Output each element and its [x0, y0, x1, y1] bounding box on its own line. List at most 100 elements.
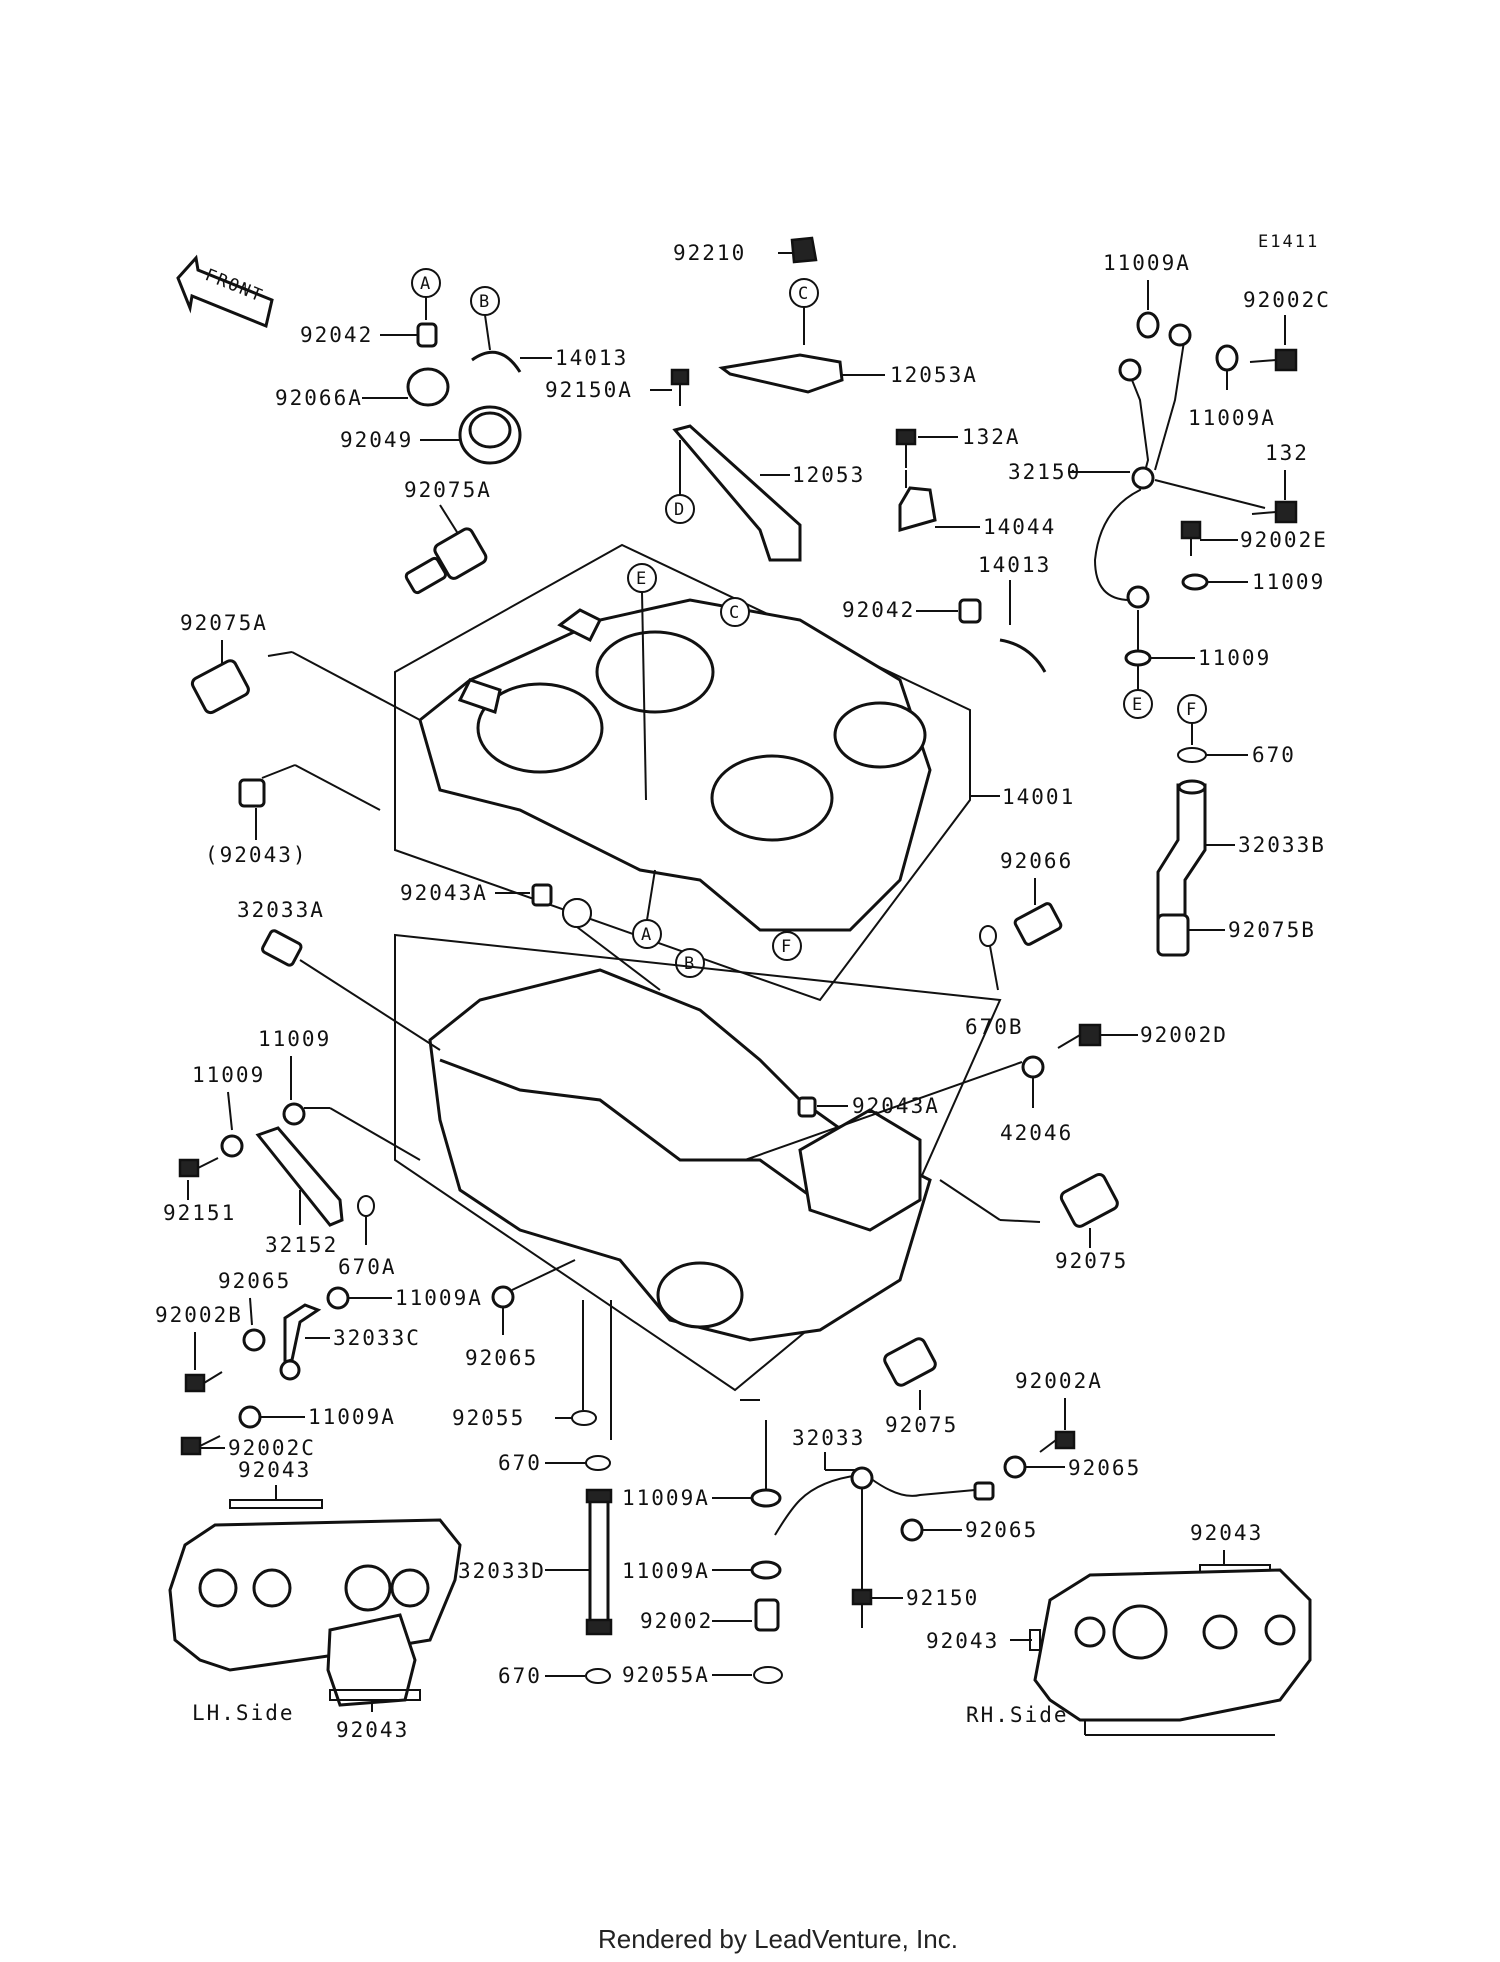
part-32152: 32152 — [255, 1126, 344, 1257]
svg-text:92150A: 92150A — [545, 378, 633, 402]
rh-side-view: 92043 92043 RH.Side — [926, 1521, 1312, 1736]
svg-text:11009: 11009 — [192, 1063, 265, 1087]
part-11009A-left-b: 11009A — [238, 1405, 396, 1429]
part-92210: 92210 — [673, 236, 818, 265]
svg-text:B: B — [684, 954, 696, 974]
part-92150: 92150 — [851, 1488, 977, 1628]
part-11009-right-a: 11009 — [1181, 570, 1325, 594]
svg-text:11009: 11009 — [258, 1027, 331, 1051]
svg-text:92065: 92065 — [465, 1346, 538, 1370]
svg-text:92002C: 92002C — [1243, 288, 1331, 312]
svg-text:92210: 92210 — [673, 241, 746, 265]
part-92002: 92002 — [640, 1598, 780, 1633]
svg-text:11009A: 11009A — [622, 1559, 710, 1583]
svg-text:92002: 92002 — [640, 1609, 713, 1633]
svg-text:670B: 670B — [965, 1015, 1024, 1039]
part-92002B: 92002B — [155, 1303, 243, 1393]
part-92075-right: 92075 — [939, 1172, 1126, 1273]
svg-text:92065: 92065 — [218, 1269, 291, 1293]
svg-text:14001: 14001 — [1002, 785, 1075, 809]
svg-text:92002B: 92002B — [155, 1303, 243, 1327]
crankcase-lower — [394, 933, 1002, 1392]
svg-text:92075A: 92075A — [404, 478, 492, 502]
svg-text:A: A — [641, 925, 653, 945]
svg-text:A: A — [420, 274, 432, 294]
label-lh-side: LH.Side — [192, 1701, 295, 1725]
svg-text:670: 670 — [498, 1664, 542, 1688]
svg-text:670: 670 — [1252, 743, 1296, 767]
svg-text:92075A: 92075A — [180, 611, 268, 635]
part-92002D: 92002D — [1057, 1023, 1226, 1049]
svg-text:B: B — [479, 292, 491, 312]
svg-text:32033D: 32033D — [458, 1559, 546, 1583]
svg-text:92002E: 92002E — [1240, 528, 1328, 552]
part-92065-right-b: 92065 — [900, 1518, 1038, 1542]
svg-text:E: E — [1132, 695, 1144, 715]
svg-text:32033B: 32033B — [1238, 833, 1326, 857]
svg-text:11009A: 11009A — [1103, 251, 1191, 275]
part-670-right: 670 — [1177, 743, 1296, 767]
svg-text:C: C — [798, 284, 810, 304]
svg-text:14044: 14044 — [983, 515, 1056, 539]
footer-credit: Rendered by LeadVenture, Inc. — [598, 1924, 958, 1954]
part-11009-left-a: 11009 — [258, 1027, 421, 1161]
part-11009A-center-a: 11009A — [622, 1420, 782, 1510]
part-92002C-right: 92002C — [1243, 288, 1331, 372]
part-92075B: 92075B — [1156, 913, 1314, 957]
svg-text:32033: 32033 — [792, 1426, 865, 1450]
part-11009A-left-a: 11009A — [326, 1286, 481, 1310]
svg-text:(92043): (92043) — [205, 843, 308, 867]
svg-text:32152: 32152 — [265, 1233, 338, 1257]
svg-text:D: D — [674, 500, 686, 520]
svg-text:11009: 11009 — [1252, 570, 1325, 594]
label-92043-lh-top: 92043 — [238, 1458, 311, 1482]
part-670A: 670A — [338, 1195, 397, 1279]
svg-text:11009A: 11009A — [308, 1405, 396, 1429]
label-92042: 92042 — [300, 323, 373, 347]
svg-text:32033A: 32033A — [237, 898, 325, 922]
svg-text:42046: 42046 — [1000, 1121, 1073, 1145]
part-14013-upper: B 14013 — [470, 286, 626, 373]
part-670-upper: 670 — [498, 1300, 612, 1475]
refs-right: E F — [1123, 666, 1207, 745]
part-11009A-right-mid: 11009A — [1188, 344, 1276, 430]
part-92075-lower: 92075 — [883, 1337, 958, 1437]
svg-text:92043A: 92043A — [852, 1094, 940, 1118]
part-670B: 670B — [965, 925, 1024, 1039]
svg-text:92075: 92075 — [885, 1413, 958, 1437]
part-92055A: 92055A — [622, 1663, 783, 1687]
svg-text:11009A: 11009A — [1188, 406, 1276, 430]
crankcase-upper — [394, 543, 971, 1002]
part-92075A-upper: 92075A — [404, 478, 492, 595]
part-32033: 32033 — [740, 1399, 995, 1536]
svg-text:92066: 92066 — [1000, 849, 1073, 873]
ref-D-lower — [562, 898, 661, 991]
part-92042-mid: 92042 — [842, 598, 982, 624]
part-92043A-lower: 92043A — [797, 1094, 940, 1118]
svg-text:92065: 92065 — [965, 1518, 1038, 1542]
part-12053: 12053 — [672, 424, 865, 562]
svg-text:132: 132 — [1265, 441, 1309, 465]
front-arrow-icon: FRONT — [176, 254, 274, 329]
part-92042-upper: A 92042 — [300, 268, 441, 348]
part-14044: 14044 — [898, 470, 1056, 539]
part-11009A-center-b: 11009A — [622, 1559, 782, 1583]
svg-text:92002C: 92002C — [228, 1436, 316, 1460]
svg-text:32033C: 32033C — [333, 1326, 421, 1350]
part-14013-mid: 14013 — [978, 553, 1049, 673]
part-132A: 132A — [895, 425, 1019, 468]
part-132: 132 — [1251, 441, 1309, 524]
label-92043-rh-top: 92043 — [1190, 1521, 1263, 1545]
ref-C-top: C — [789, 278, 819, 345]
part-32033A: 32033A — [237, 898, 441, 1051]
part-92065-right-a: 92065 — [1003, 1455, 1139, 1480]
label-rh-side: RH.Side — [966, 1703, 1069, 1727]
svg-text:C: C — [729, 603, 741, 623]
part-92055: 92055 — [452, 1300, 597, 1430]
svg-text:92043A: 92043A — [400, 881, 488, 905]
part-92150A: 92150A — [545, 368, 690, 406]
svg-text:670A: 670A — [338, 1255, 397, 1279]
svg-text:12053: 12053 — [792, 463, 865, 487]
label-92043-lh-bottom: 92043 — [336, 1718, 409, 1742]
